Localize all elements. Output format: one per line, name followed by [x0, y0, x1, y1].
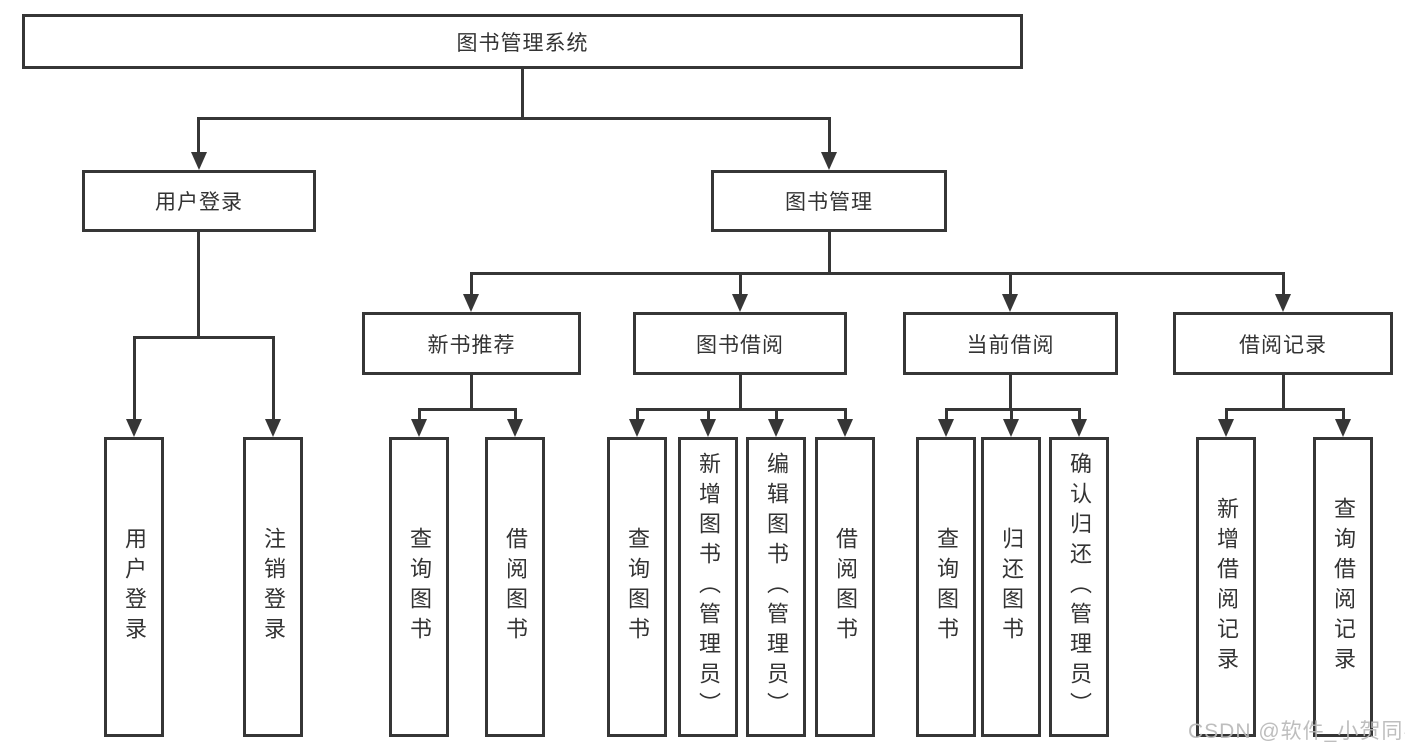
connector-line — [470, 272, 473, 297]
connector-arrowhead — [1002, 294, 1018, 312]
node-root: 图书管理系统 — [22, 14, 1023, 69]
csdn-watermark: CSDN @软件_小贺同学 — [1188, 720, 1405, 743]
connector-line — [272, 336, 275, 422]
connector-line — [521, 69, 524, 117]
connector-arrowhead — [629, 419, 645, 437]
leaf-query-book-3-label: 查询图书 — [934, 527, 959, 647]
node-user-login-label: 用户登录 — [155, 191, 243, 214]
connector-line — [470, 375, 473, 411]
connector-arrowhead — [1071, 419, 1087, 437]
leaf-query-book-1: 查询图书 — [389, 437, 449, 737]
connector-line — [1009, 272, 1012, 297]
leaf-logout: 注销登录 — [243, 437, 303, 737]
connector-arrowhead — [1218, 419, 1234, 437]
connector-arrowhead — [1003, 419, 1019, 437]
node-book-borrow: 图书借阅 — [633, 312, 847, 375]
connector-line — [197, 117, 831, 120]
leaf-add-book-label: 新增图书（管理员） — [696, 452, 721, 722]
connector-line — [1342, 408, 1345, 422]
leaf-query-record: 查询借阅记录 — [1313, 437, 1373, 737]
leaf-borrow-book-1: 借阅图书 — [485, 437, 545, 737]
node-borrow-record-label: 借阅记录 — [1239, 333, 1327, 357]
connector-line — [707, 408, 710, 422]
leaf-logout-label: 注销登录 — [261, 527, 286, 647]
leaf-edit-book: 编辑图书（管理员） — [746, 437, 806, 737]
connector-line — [1282, 375, 1285, 411]
leaf-query-record-label: 查询借阅记录 — [1331, 497, 1356, 677]
connector-line — [418, 408, 517, 411]
leaf-borrow-book-1-label: 借阅图书 — [503, 527, 528, 647]
node-book-mgmt: 图书管理 — [711, 170, 947, 232]
connector-line — [1009, 375, 1012, 411]
node-new-book-rec: 新书推荐 — [362, 312, 581, 375]
leaf-confirm-return: 确认归还（管理员） — [1049, 437, 1109, 737]
connector-arrowhead — [938, 419, 954, 437]
connector-line — [133, 336, 275, 339]
connector-arrowhead — [507, 419, 523, 437]
connector-arrowhead — [463, 294, 479, 312]
connector-line — [945, 408, 1081, 411]
leaf-borrow-book-2: 借阅图书 — [815, 437, 875, 737]
connector-line — [1225, 408, 1345, 411]
leaf-query-book-3: 查询图书 — [916, 437, 976, 737]
connector-line — [828, 117, 831, 155]
connector-arrowhead — [837, 419, 853, 437]
connector-line — [739, 375, 742, 411]
leaf-edit-book-label: 编辑图书（管理员） — [764, 452, 789, 722]
leaf-borrow-book-2-label: 借阅图书 — [833, 527, 858, 647]
connector-line — [636, 408, 639, 422]
connector-arrowhead — [700, 419, 716, 437]
connector-line — [1225, 408, 1228, 422]
connector-line — [1010, 408, 1013, 422]
connector-line — [775, 408, 778, 422]
leaf-add-book: 新增图书（管理员） — [678, 437, 738, 737]
node-current-borrow: 当前借阅 — [903, 312, 1118, 375]
connector-arrowhead — [265, 419, 281, 437]
leaf-add-record: 新增借阅记录 — [1196, 437, 1256, 737]
node-user-login: 用户登录 — [82, 170, 316, 232]
connector-line — [418, 408, 421, 422]
connector-line — [828, 232, 831, 275]
connector-line — [844, 408, 847, 422]
connector-arrowhead — [126, 419, 142, 437]
connector-line — [514, 408, 517, 422]
connector-arrowhead — [821, 152, 837, 170]
connector-line — [945, 408, 948, 422]
node-new-book-rec-label: 新书推荐 — [427, 333, 516, 357]
connector-line — [1078, 408, 1081, 422]
node-book-borrow-label: 图书借阅 — [696, 333, 784, 357]
connector-arrowhead — [411, 419, 427, 437]
node-root-label: 图书管理系统 — [456, 31, 589, 55]
leaf-query-book-2: 查询图书 — [607, 437, 667, 737]
connector-arrowhead — [1335, 419, 1351, 437]
node-book-mgmt-label: 图书管理 — [785, 191, 873, 214]
connector-line — [197, 117, 200, 155]
leaf-add-record-label: 新增借阅记录 — [1214, 497, 1239, 677]
connector-line — [739, 272, 742, 297]
connector-arrowhead — [1275, 294, 1291, 312]
node-borrow-record: 借阅记录 — [1173, 312, 1393, 375]
connector-line — [470, 272, 1285, 275]
leaf-query-book-1-label: 查询图书 — [407, 527, 432, 647]
node-current-borrow-label: 当前借阅 — [966, 333, 1055, 357]
connector-arrowhead — [191, 152, 207, 170]
connector-line — [636, 408, 847, 411]
leaf-user-login: 用户登录 — [104, 437, 164, 737]
connector-line — [1282, 272, 1285, 297]
connector-arrowhead — [768, 419, 784, 437]
connector-line — [133, 336, 136, 422]
leaf-query-book-2-label: 查询图书 — [625, 527, 650, 647]
leaf-return-book-label: 归还图书 — [999, 527, 1024, 647]
connector-arrowhead — [732, 294, 748, 312]
leaf-user-login-label: 用户登录 — [122, 527, 147, 647]
leaf-return-book: 归还图书 — [981, 437, 1041, 737]
leaf-confirm-return-label: 确认归还（管理员） — [1067, 452, 1092, 722]
connector-line — [197, 232, 200, 339]
